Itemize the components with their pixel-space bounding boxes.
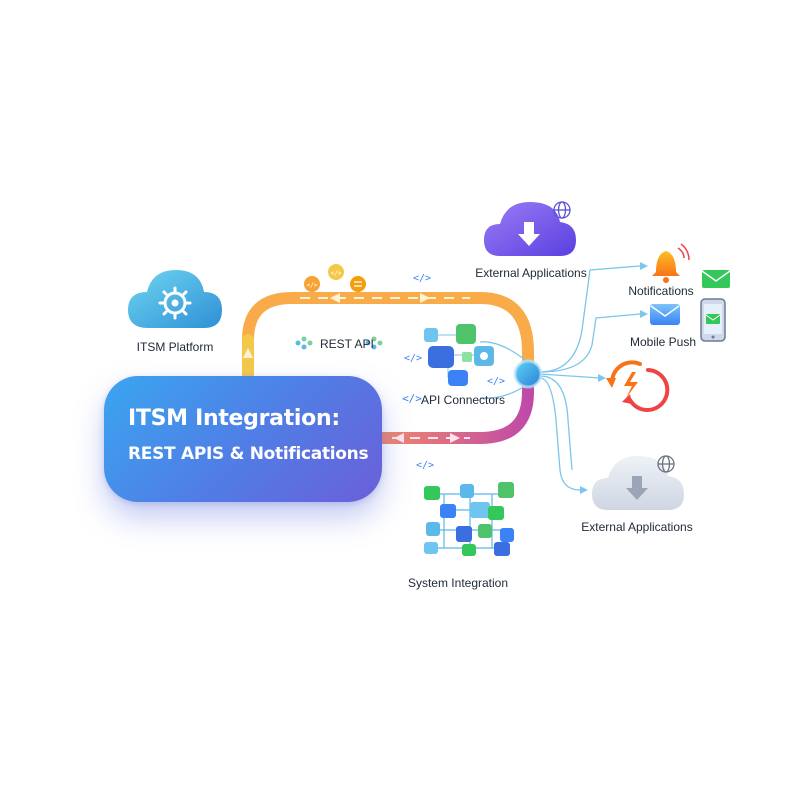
globe-icon [553, 201, 571, 219]
page-subtitle: REST APIS & Notifications [128, 444, 369, 464]
globe-icon-grey [657, 455, 675, 473]
orange-flow [242, 292, 534, 382]
svg-text:</>: </> [331, 270, 342, 277]
code-bubbles: </> </> [304, 264, 366, 292]
connector-lines [479, 265, 641, 491]
mail-icon [650, 304, 680, 325]
network-grid-icon [424, 482, 514, 556]
page-title: ITSM Integration: [128, 406, 340, 431]
label-external-applications-top: External Applications [475, 266, 587, 280]
connector-arrowheads [580, 262, 648, 494]
pink-flow [374, 372, 534, 444]
label-itsm-platform: ITSM Platform [136, 340, 214, 354]
code-icon: </> [402, 392, 422, 405]
phone-icon [700, 298, 726, 342]
label-mobile-push: Mobile Push [629, 335, 697, 349]
label-system-integration: System Integration [407, 576, 509, 590]
svg-text:</>: </> [402, 392, 422, 405]
code-tag: </> [487, 376, 506, 387]
bell-icon [652, 243, 690, 283]
code-tag: </> [416, 460, 435, 471]
mail-icon-green [701, 270, 731, 288]
code-tag: </> [404, 353, 423, 364]
svg-text:</>: </> [307, 282, 318, 289]
label-external-applications-bottom: External Applications [581, 520, 693, 534]
rest-api-dots [295, 336, 383, 350]
cloud-download-icon [484, 202, 576, 256]
label-notifications: Notifications [628, 284, 694, 298]
label-rest-api: REST API [320, 337, 374, 351]
label-api-connectors: API Connectors [421, 393, 506, 407]
code-tag: </> [413, 273, 432, 284]
api-connector-blocks [424, 324, 494, 386]
hub-node [515, 361, 541, 387]
sync-icon [606, 360, 670, 412]
cloud-gear-icon [128, 270, 222, 328]
title-card: ITSM Integration: REST APIS & Notificati… [104, 376, 382, 502]
